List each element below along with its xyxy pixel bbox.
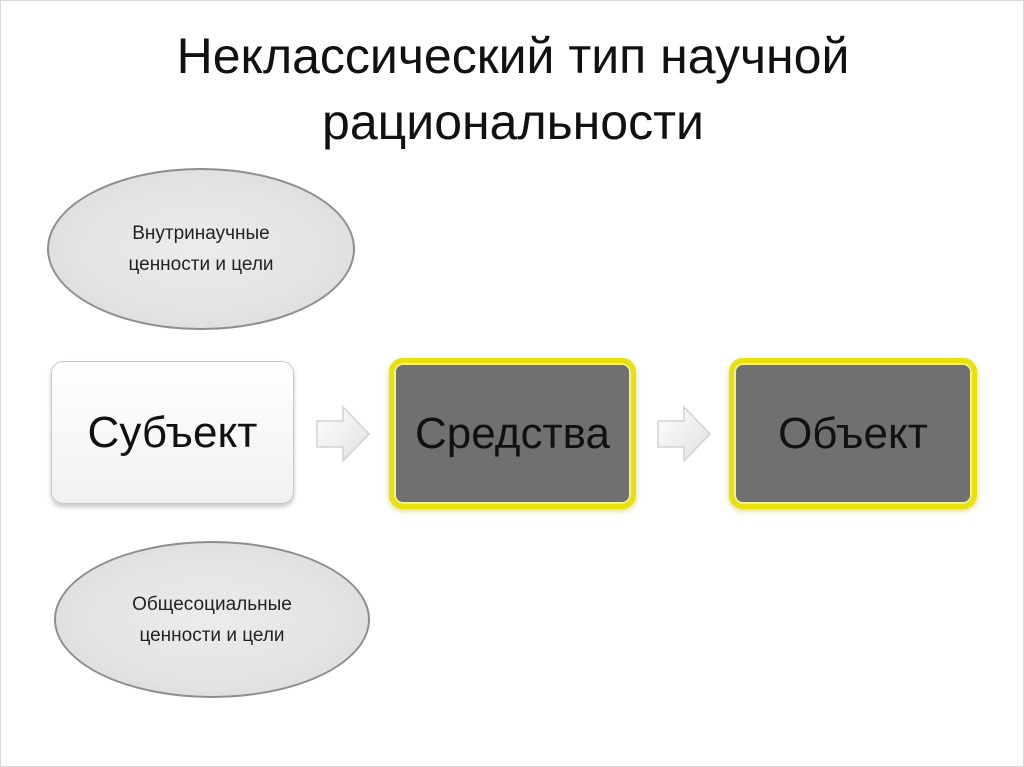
box-subject: Субъект [51, 361, 294, 504]
ellipse-inner-scientific-values: Внутринаучные ценности и цели [47, 168, 355, 330]
ellipse-general-social-values: Общесоциальные ценности и цели [54, 541, 370, 698]
box-object: Объект [729, 358, 977, 509]
ellipse-top-line-2: ценности и цели [128, 254, 274, 275]
slide-title: Неклассический тип научной рациональност… [1, 23, 1024, 155]
right-arrow-icon [316, 405, 371, 463]
ellipse-bottom-line-1: Общесоциальные [132, 593, 292, 615]
ellipse-top-line-1: Внутринаучные [132, 223, 270, 244]
title-line-1: Неклассический тип научной [176, 28, 850, 84]
box-means: Средства [389, 358, 636, 509]
title-line-2: рациональности [322, 94, 704, 150]
ellipse-bottom-line-2: ценности и цели [139, 624, 285, 646]
right-arrow-icon [657, 405, 712, 463]
